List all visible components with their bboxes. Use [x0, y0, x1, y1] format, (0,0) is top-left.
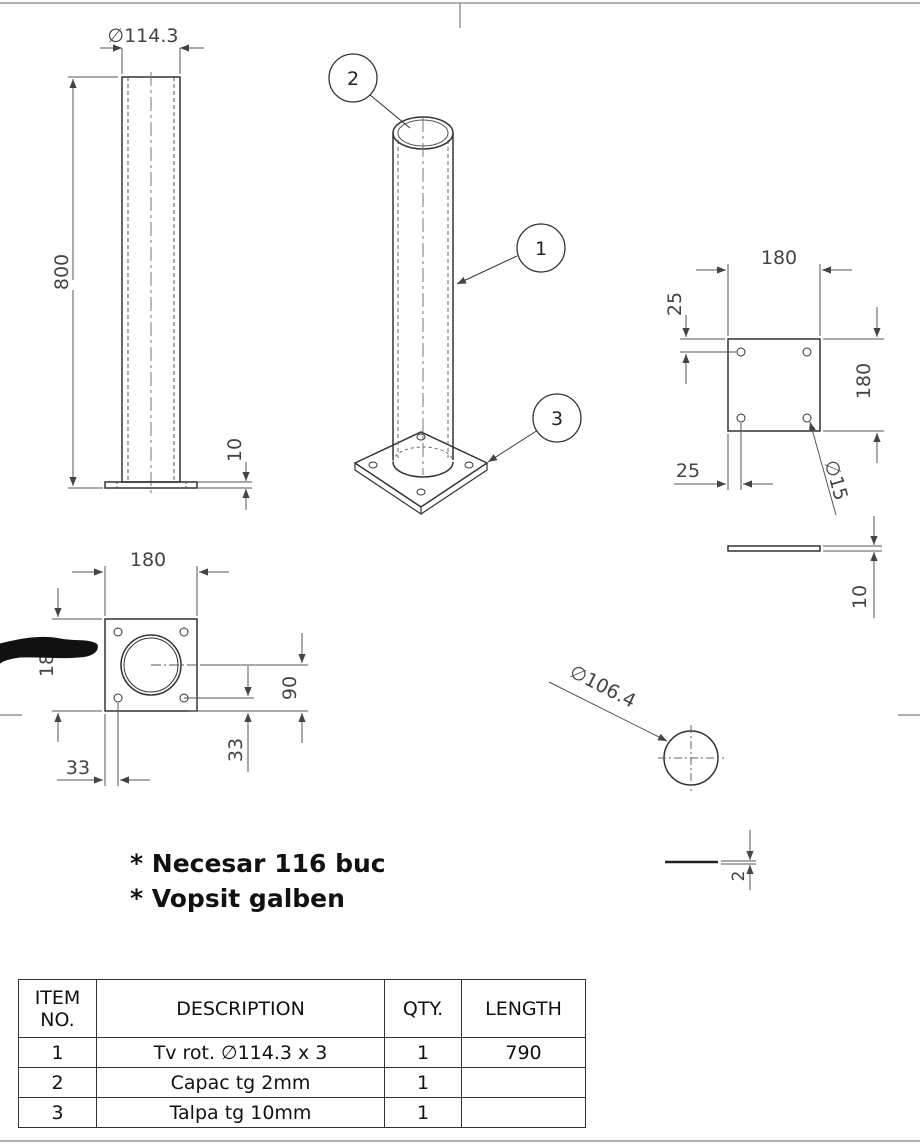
bom-description-cell: Talpa tg 10mm: [96, 1097, 385, 1128]
table-row: 2 Capac tg 2mm 1: [18, 1067, 586, 1098]
base-height-label: 18: [36, 653, 58, 677]
bom-item-cell: 1: [18, 1037, 97, 1068]
note-quantity: * Necesar 116 buc: [130, 849, 386, 878]
dimension-cap-thickness: [721, 830, 756, 890]
bom-header-description: DESCRIPTION: [96, 979, 385, 1038]
balloon-3-label: 3: [551, 408, 563, 430]
dimension-base-width: [72, 566, 229, 616]
dimension-base-height: [52, 588, 102, 742]
bom-header-item: ITEM NO.: [18, 979, 97, 1038]
dimension-pipe-height: [68, 76, 118, 489]
hole-diameter-label: ∅15: [820, 458, 852, 503]
dimension-cap-diameter: [548, 681, 668, 742]
pipe-diameter-label: ∅114.3: [108, 25, 179, 47]
bom-header-qty: QTY.: [384, 979, 462, 1038]
bom-qty-cell: 1: [384, 1067, 462, 1098]
base-center-label: 90: [279, 676, 301, 700]
hole-offset-bottom-label: 25: [676, 460, 700, 482]
dimension-plate-height: [823, 307, 884, 463]
bom-item-cell: 2: [18, 1067, 97, 1098]
bom-description-cell: Capac tg 2mm: [96, 1067, 385, 1098]
cap-thickness-label: 2: [729, 871, 749, 882]
bom-length-cell: 790: [461, 1037, 586, 1068]
dimension-hole-offset-top: [680, 315, 736, 384]
table-row: 3 Talpa tg 10mm 1: [18, 1097, 586, 1128]
dimension-plate-thickness: [198, 462, 252, 510]
plate-thickness-side-label: 10: [224, 438, 246, 462]
dimension-pipe-diameter: [100, 44, 204, 74]
bom-item-cell: 3: [18, 1097, 97, 1128]
dimension-base-edge-horizontal: [57, 703, 150, 786]
dimension-plate-thickness-right: [823, 516, 882, 618]
bom-description-cell: Tv rot. ∅114.3 x 3: [96, 1037, 385, 1068]
dimension-plate-width: [696, 264, 852, 336]
balloon-2: [328, 53, 411, 129]
bom-qty-cell: 1: [384, 1037, 462, 1068]
base-edge-horizontal-label: 33: [66, 757, 90, 779]
plate-top-view: [727, 338, 821, 432]
bom-header-row: ITEM NO. DESCRIPTION QTY. LENGTH: [18, 979, 586, 1038]
isometric-view: [353, 116, 489, 516]
cap-top-view: [658, 725, 724, 791]
plate-thickness-right-label: 10: [849, 585, 871, 609]
dimension-hole-diameter: [808, 421, 837, 516]
base-edge-vertical-label: 33: [225, 738, 247, 762]
note-paint: * Vopsit galben: [130, 884, 345, 913]
bom-length-cell: [461, 1067, 586, 1098]
annotation-scribble: [0, 636, 98, 664]
dimension-base-edge-vertical: [184, 666, 254, 772]
bill-of-materials-table: ITEM NO. DESCRIPTION QTY. LENGTH 1 Tv ro…: [18, 979, 586, 1128]
balloon-3: [487, 393, 582, 463]
plate-height-label: 180: [853, 363, 875, 399]
hole-offset-top-label: 25: [664, 292, 686, 316]
balloon-1-label: 1: [535, 238, 547, 260]
bom-length-cell: [461, 1097, 586, 1128]
front-view: [104, 72, 198, 495]
pipe-height-label: 800: [51, 254, 73, 290]
bom-header-length: LENGTH: [461, 979, 586, 1038]
cap-diameter-label: ∅106.4: [566, 661, 639, 713]
plate-side-view: [727, 545, 821, 552]
bom-qty-cell: 1: [384, 1097, 462, 1128]
balloon-2-label: 2: [347, 68, 359, 90]
dimension-hole-offset-bottom: [674, 423, 773, 490]
table-row: 1 Tv rot. ∅114.3 x 3 1 790: [18, 1037, 586, 1068]
base-width-label: 180: [130, 549, 166, 571]
plate-width-label: 180: [761, 247, 797, 269]
balloon-1: [456, 223, 566, 285]
